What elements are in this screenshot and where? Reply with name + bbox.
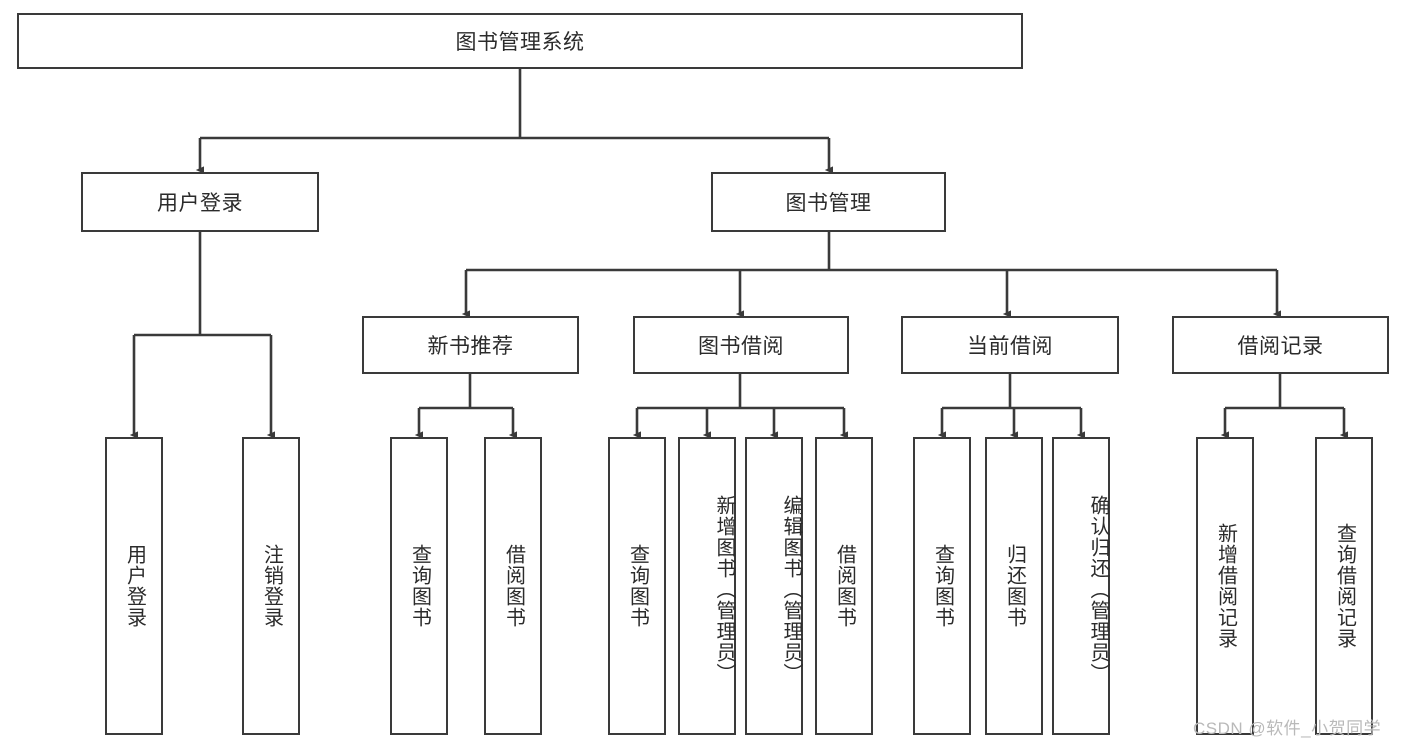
node-borrow-book-action[interactable]: 借阅图书 [815, 437, 873, 735]
node-label: 编辑图书（管理员） [780, 494, 802, 684]
node-label: 借阅记录 [1237, 335, 1324, 358]
node-add-borrow-record[interactable]: 新增借阅记录 [1196, 437, 1254, 735]
node-add-book-admin[interactable]: 新增图书（管理员） [678, 437, 736, 735]
node-new-book-recommend[interactable]: 新书推荐 [362, 316, 579, 374]
node-current-borrow[interactable]: 当前借阅 [901, 316, 1119, 374]
node-label: 查询图书 [408, 544, 431, 628]
csdn-watermark: CSDN @软件_小贺同学 [1193, 719, 1382, 738]
node-label: 用户登录 [123, 544, 146, 628]
node-label: 注销登录 [260, 544, 283, 628]
node-query-book-current[interactable]: 查询图书 [913, 437, 971, 735]
node-user-login[interactable]: 用户登录 [81, 172, 319, 232]
node-label: 归还图书 [1003, 544, 1026, 628]
node-query-borrow-record[interactable]: 查询借阅记录 [1315, 437, 1373, 735]
node-title-book-management-system[interactable]: 图书管理系统 [17, 13, 1023, 69]
node-label: 图书管理 [785, 192, 872, 215]
node-label: 当前借阅 [967, 335, 1053, 358]
node-label: 新增借阅记录 [1214, 523, 1237, 649]
node-user-login-action[interactable]: 用户登录 [105, 437, 163, 735]
node-logout-action[interactable]: 注销登录 [242, 437, 300, 735]
node-label: 查询图书 [626, 544, 649, 628]
node-label: 借阅图书 [833, 544, 856, 628]
node-confirm-return-admin[interactable]: 确认归还（管理员） [1052, 437, 1110, 735]
node-query-book-recommend[interactable]: 查询图书 [390, 437, 448, 735]
node-book-borrow[interactable]: 图书借阅 [633, 316, 849, 374]
node-query-book-borrow[interactable]: 查询图书 [608, 437, 666, 735]
node-label: 查询借阅记录 [1333, 523, 1356, 649]
node-label: 图书管理系统 [455, 31, 585, 54]
node-label: 用户登录 [157, 192, 243, 215]
node-label: 新书推荐 [427, 335, 514, 358]
node-borrow-book-recommend[interactable]: 借阅图书 [484, 437, 542, 735]
node-label: 图书借阅 [698, 335, 784, 358]
node-borrow-record[interactable]: 借阅记录 [1172, 316, 1389, 374]
node-label: 新增图书（管理员） [713, 494, 735, 684]
node-return-book[interactable]: 归还图书 [985, 437, 1043, 735]
node-label: 查询图书 [931, 544, 954, 628]
node-edit-book-admin[interactable]: 编辑图书（管理员） [745, 437, 803, 735]
node-book-manage[interactable]: 图书管理 [711, 172, 946, 232]
node-label: 确认归还（管理员） [1087, 494, 1109, 684]
node-label: 借阅图书 [502, 544, 525, 628]
